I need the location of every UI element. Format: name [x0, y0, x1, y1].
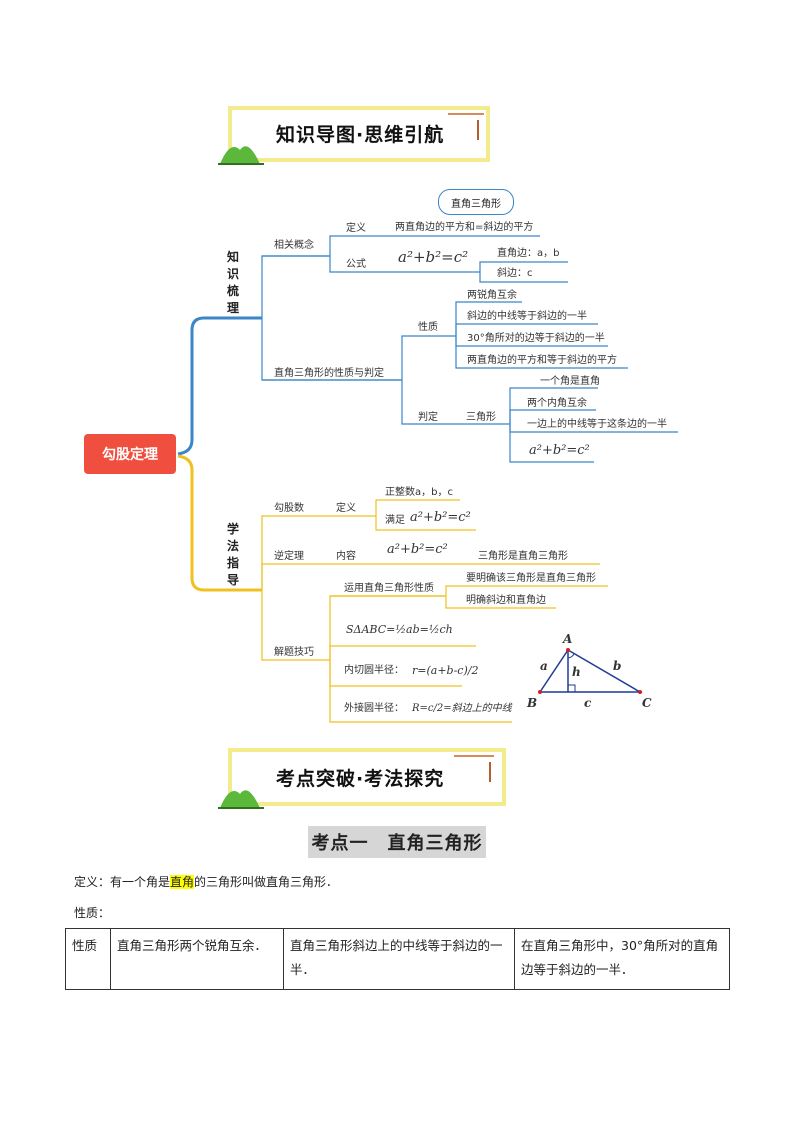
node-prop-item: 斜边的中线等于斜边的一半 [467, 311, 587, 322]
triangle-label-B: B [527, 696, 538, 710]
node-satisfy-eq: a²+b²=c² [410, 510, 471, 525]
definition-suffix: 的三角形叫做直角三角形． [194, 875, 339, 889]
node-judge-item: 一个角是直角 [540, 376, 600, 387]
branch-char: 梳 [226, 284, 239, 298]
branch-char: 知 [226, 250, 239, 264]
node-inradius-label: 内切圆半径： [344, 665, 404, 676]
triangle-label-h: h [572, 665, 581, 679]
node-judge-eq: a²+b²=c² [529, 443, 590, 458]
node-area-formula: SΔABC=½ab=½ch [346, 623, 453, 636]
node-judge-item: 两个内角互余 [527, 398, 587, 409]
node-pn-definition: 定义 [336, 503, 356, 514]
node-circumradius-formula: R=c/2=斜边上的中线 [412, 703, 512, 714]
banner-title: 考点突破·考法探究 [276, 768, 445, 790]
triangle-label-c: c [584, 696, 592, 710]
bubble-right-triangle: 直角三角形 [438, 189, 514, 215]
node-prop-item: 两锐角互余 [467, 290, 517, 301]
branch-char: 识 [226, 267, 239, 281]
node-hypotenuse: 斜边：c [497, 268, 533, 279]
node-prop-item: 两直角边的平方和等于斜边的平方 [467, 355, 617, 366]
table-header-cell: 性质 [65, 928, 111, 990]
node-converse-result: 三角形是直角三角形 [478, 551, 568, 562]
branch-char: 学 [226, 522, 239, 536]
right-triangle-diagram [538, 648, 643, 694]
section-title: 考点一 直角三角形 [308, 826, 486, 858]
definition-prefix: 定义：有一个角是 [74, 875, 171, 889]
node-judge-item: 一边上的中线等于这条边的一半 [527, 419, 667, 430]
table-cell: 直角三角形斜边上的中线等于斜边的一半． [283, 928, 515, 990]
definition-line: 定义：有一个角是直角的三角形叫做直角三角形． [74, 873, 338, 890]
hill-icon [218, 790, 264, 809]
hill-icon [218, 146, 264, 165]
triangle-label-b: b [613, 659, 622, 673]
banner-key-points: 考点突破·考法探究 [218, 748, 508, 810]
node-judge: 判定 [418, 412, 438, 423]
branch-char: 导 [226, 573, 239, 587]
banner-corner-decoration [454, 755, 494, 782]
node-use-props: 运用直角三角形性质 [344, 583, 434, 594]
mindmap-connectors [177, 235, 678, 723]
node-triangle: 三角形 [466, 412, 496, 423]
branch-char: 指 [226, 556, 239, 570]
definition-highlight: 直角 [170, 875, 195, 889]
node-properties: 性质 [418, 322, 438, 333]
node-formula: 公式 [346, 259, 366, 270]
node-formula-eq: a²+b²=c² [398, 248, 469, 266]
node-definition: 定义 [346, 223, 366, 234]
banner-title: 知识导图·思维引航 [276, 124, 445, 146]
node-use-item: 要明确该三角形是直角三角形 [466, 573, 596, 584]
table-cell: 直角三角形两个锐角互余． [110, 928, 284, 990]
triangle-label-C: C [642, 696, 652, 710]
root-node: 勾股定理 [84, 434, 176, 474]
node-definition-text: 两直角边的平方和=斜边的平方 [395, 222, 534, 233]
table-row: 性质 直角三角形两个锐角互余． 直角三角形斜边上的中线等于斜边的一半． 在直角三… [65, 928, 730, 990]
node-inradius-formula: r=(a+b-c)/2 [412, 664, 479, 677]
node-props-and-judge: 直角三角形的性质与判定 [274, 368, 384, 379]
banner-corner-decoration [448, 113, 484, 140]
node-related-concepts: 相关概念 [274, 240, 314, 251]
triangle-label-A: A [563, 632, 573, 646]
properties-label: 性质： [74, 906, 111, 920]
triangle-label-a: a [540, 659, 548, 673]
node-positive-integers: 正整数a，b，c [385, 487, 453, 498]
node-legs: 直角边：a，b [497, 248, 560, 259]
properties-table: 性质 直角三角形两个锐角互余． 直角三角形斜边上的中线等于斜边的一半． 在直角三… [65, 928, 730, 990]
node-prop-item: 30°角所对的边等于斜边的一半 [467, 333, 605, 344]
node-use-item: 明确斜边和直角边 [466, 595, 546, 606]
banner-knowledge-map: 知识导图·思维引航 [218, 106, 492, 166]
node-converse-eq: a²+b²=c² [387, 542, 448, 557]
node-converse: 逆定理 [274, 551, 304, 562]
branch-char: 法 [226, 539, 239, 553]
node-techniques: 解题技巧 [274, 647, 314, 658]
branch-char: 理 [226, 301, 239, 315]
node-pythagorean-numbers: 勾股数 [274, 503, 304, 514]
node-content: 内容 [336, 551, 356, 562]
table-cell: 在直角三角形中，30°角所对的直角边等于斜边的一半． [514, 928, 730, 990]
node-satisfy: 满足 [385, 515, 405, 526]
node-circumradius-label: 外接圆半径： [344, 703, 404, 714]
